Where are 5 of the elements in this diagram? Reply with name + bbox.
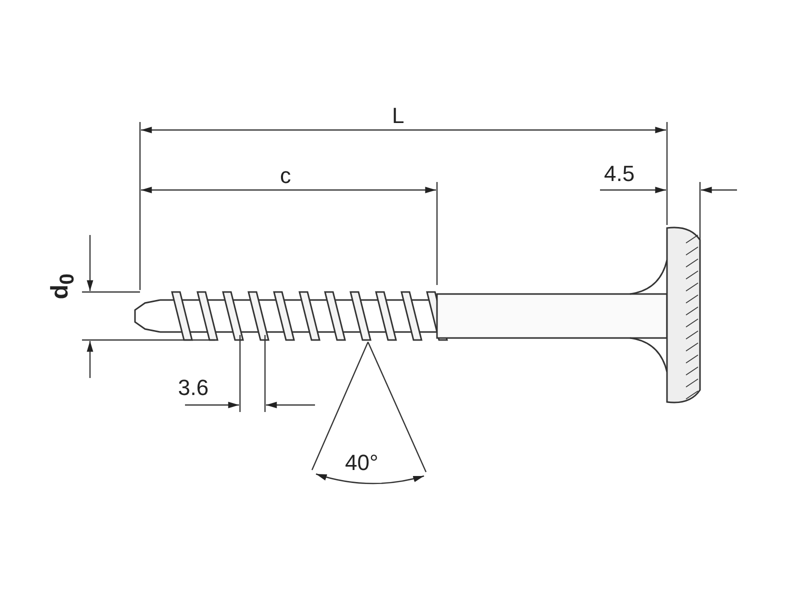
dimension-label: L	[392, 105, 404, 127]
dimension-label: 3.6	[178, 377, 209, 399]
angle-label: 40°	[345, 452, 378, 474]
dimension-label: c	[280, 165, 291, 187]
dimension-label: 4.5	[604, 163, 635, 185]
